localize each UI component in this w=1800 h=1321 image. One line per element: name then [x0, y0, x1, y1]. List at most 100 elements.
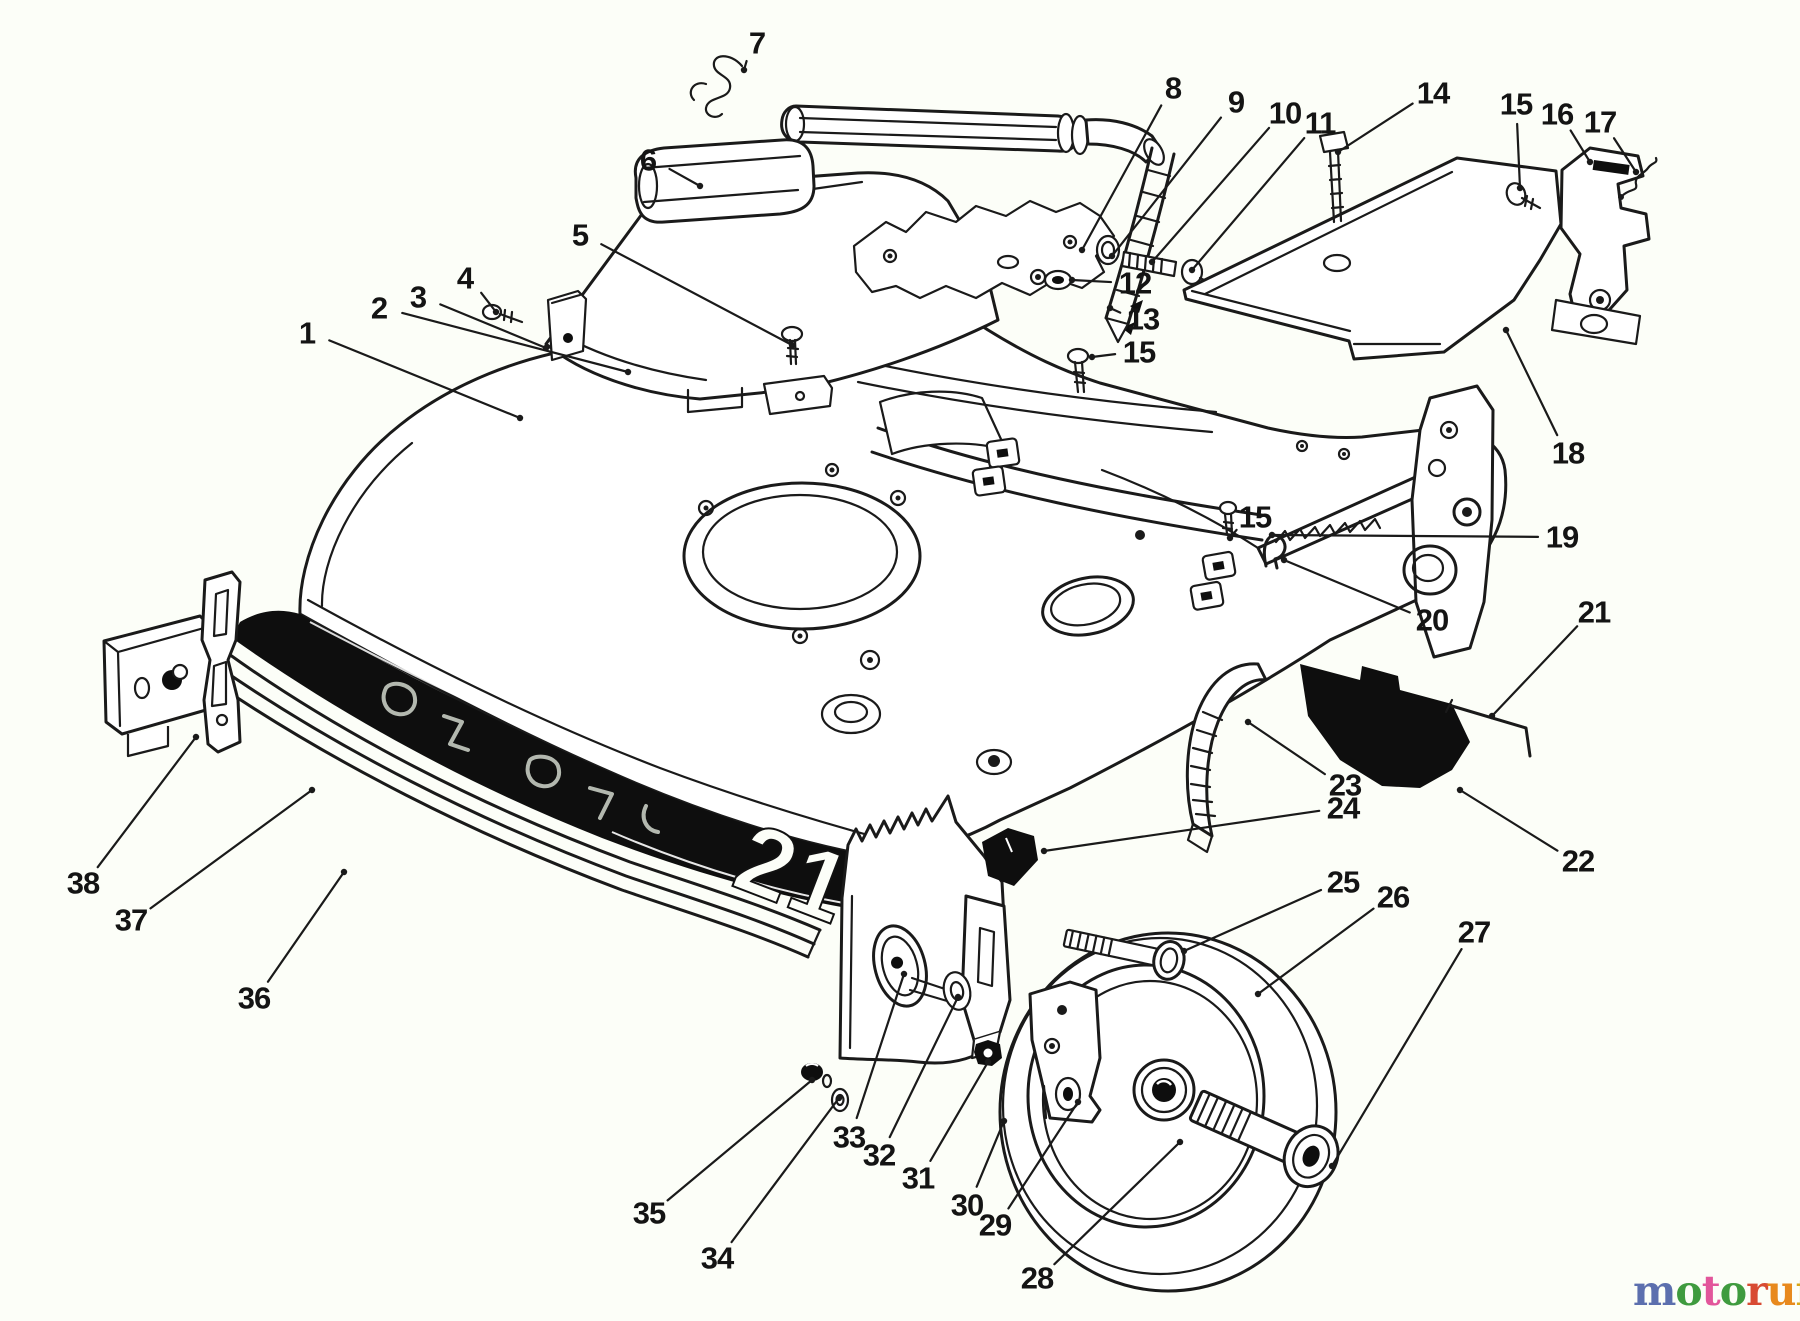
part-number-label: 37	[115, 903, 147, 938]
callout-arrow-tip	[1586, 158, 1594, 166]
callout-arrow-tip	[1516, 184, 1524, 192]
part-number-label: 13	[1127, 302, 1160, 337]
callout-leader-line	[668, 167, 702, 188]
logo-letter: t	[1701, 1267, 1721, 1315]
part-number-label: 9	[1228, 85, 1245, 120]
callout-arrow-tip	[1456, 786, 1464, 794]
callout-leader-line	[439, 303, 548, 350]
callout-leader-line	[666, 1078, 814, 1202]
part-number-label: 29	[979, 1208, 1012, 1243]
callout-leader-line	[1182, 888, 1323, 953]
callout-13: 13	[1106, 302, 1161, 337]
part-number-label: 8	[1165, 71, 1182, 106]
decal-and-deflectors	[982, 662, 1532, 886]
callout-leader-line	[1282, 558, 1411, 614]
deck-housing	[298, 291, 1508, 860]
part-number-label: 38	[67, 866, 100, 901]
callout-arrow-tip	[1188, 266, 1196, 274]
callout-19: 19	[1268, 520, 1580, 555]
callout-arrow-tip	[1488, 712, 1496, 720]
callout-arrow-tip	[788, 341, 796, 349]
callout-35: 35	[633, 1076, 816, 1231]
deck-grommet	[820, 693, 882, 735]
callout-arrow-tip	[1180, 947, 1188, 955]
callout-leader-line	[1080, 104, 1163, 252]
callout-leader-line	[1190, 136, 1306, 272]
callout-leader-line	[1504, 328, 1559, 437]
callout-36: 36	[238, 868, 348, 1016]
callout-arrow-tip	[1108, 252, 1116, 260]
callout-leader-line	[975, 1119, 1006, 1188]
callout-leader-line	[1007, 1100, 1080, 1210]
callout-4: 4	[457, 261, 500, 316]
discharge-chute	[1182, 130, 1658, 361]
callout-arrow-tip	[1106, 304, 1114, 312]
callout-10: 10	[1148, 96, 1302, 266]
callout-arrow-tip	[835, 1094, 843, 1102]
callout-arrow-tip	[340, 868, 348, 876]
callout-20: 20	[1280, 556, 1449, 638]
part-number-label: 15	[1123, 335, 1156, 370]
callout-arrow-tip	[492, 308, 500, 316]
motoruf-logo-word: motoruf	[1633, 1267, 1800, 1315]
callout-leader-line	[855, 972, 906, 1120]
callout-38: 38	[67, 733, 200, 901]
callout-arrow-tip	[1632, 168, 1640, 176]
part-number-label: 3	[410, 280, 427, 315]
part-number-label: 20	[1416, 603, 1448, 638]
callout-arrow-tip	[1148, 258, 1156, 266]
part-number-label: 17	[1584, 105, 1616, 140]
callout-arrow-tip	[542, 344, 550, 352]
callout-leader-line	[730, 1096, 841, 1244]
callout-leader-line	[328, 339, 522, 420]
part-number-label: 10	[1269, 96, 1301, 131]
callout-33: 33	[833, 970, 908, 1155]
logo-letter: o	[1719, 1267, 1747, 1315]
part-number-label: 11	[1305, 106, 1337, 141]
callout-5: 5	[572, 218, 796, 349]
callout-leader-line	[1336, 102, 1414, 154]
part-number-label: 21	[1578, 595, 1611, 630]
callout-37: 37	[115, 786, 316, 938]
callout-17: 17	[1584, 105, 1640, 176]
callout-leader-line	[600, 243, 794, 347]
logo-letter: r	[1746, 1267, 1768, 1315]
callout-leader-line	[1042, 809, 1321, 853]
callout-arrow-tip	[1334, 148, 1342, 156]
part-number-label: 4	[457, 261, 475, 296]
part-number-label: 14	[1417, 76, 1451, 111]
part-number-label: 35	[633, 1196, 666, 1231]
part-number-label: 27	[1458, 915, 1490, 950]
callout-1: 1	[299, 316, 524, 422]
part-number-label: 31	[902, 1161, 935, 1196]
callout-arrow-tip	[740, 66, 748, 74]
callout-arrow-tip	[308, 786, 316, 794]
callout-11: 11	[1188, 106, 1337, 274]
side-opening	[1041, 575, 1135, 637]
logo-letter: f	[1795, 1267, 1800, 1315]
part-number-label: 28	[1021, 1261, 1054, 1296]
callout-26: 26	[1254, 880, 1411, 998]
callout-12: 12	[1068, 266, 1152, 301]
part-number-label: 34	[701, 1241, 735, 1276]
callout-arrow-tip	[984, 1058, 992, 1066]
callout-leader-line	[1612, 137, 1638, 174]
part-number-label: 6	[640, 143, 657, 178]
callout-7: 7	[740, 26, 766, 74]
part-number-label: 32	[863, 1138, 895, 1173]
callout-18: 18	[1502, 326, 1586, 471]
part-number-label: 19	[1546, 520, 1579, 555]
callout-leader-line	[1090, 353, 1117, 359]
part-number-label: 5	[572, 218, 589, 253]
callout-leader-line	[1516, 122, 1522, 190]
logo-letter: u	[1766, 1267, 1797, 1315]
part-number-label: 33	[833, 1120, 866, 1155]
callout-leader-line	[1246, 720, 1326, 776]
callout-2: 2	[371, 291, 632, 376]
callout-23: 23	[1244, 718, 1363, 803]
callout-leader-line	[1150, 126, 1271, 264]
callout-arrow-tip	[1502, 326, 1510, 334]
callout-24: 24	[1040, 791, 1362, 855]
callout-arrow-tip	[1254, 990, 1262, 998]
